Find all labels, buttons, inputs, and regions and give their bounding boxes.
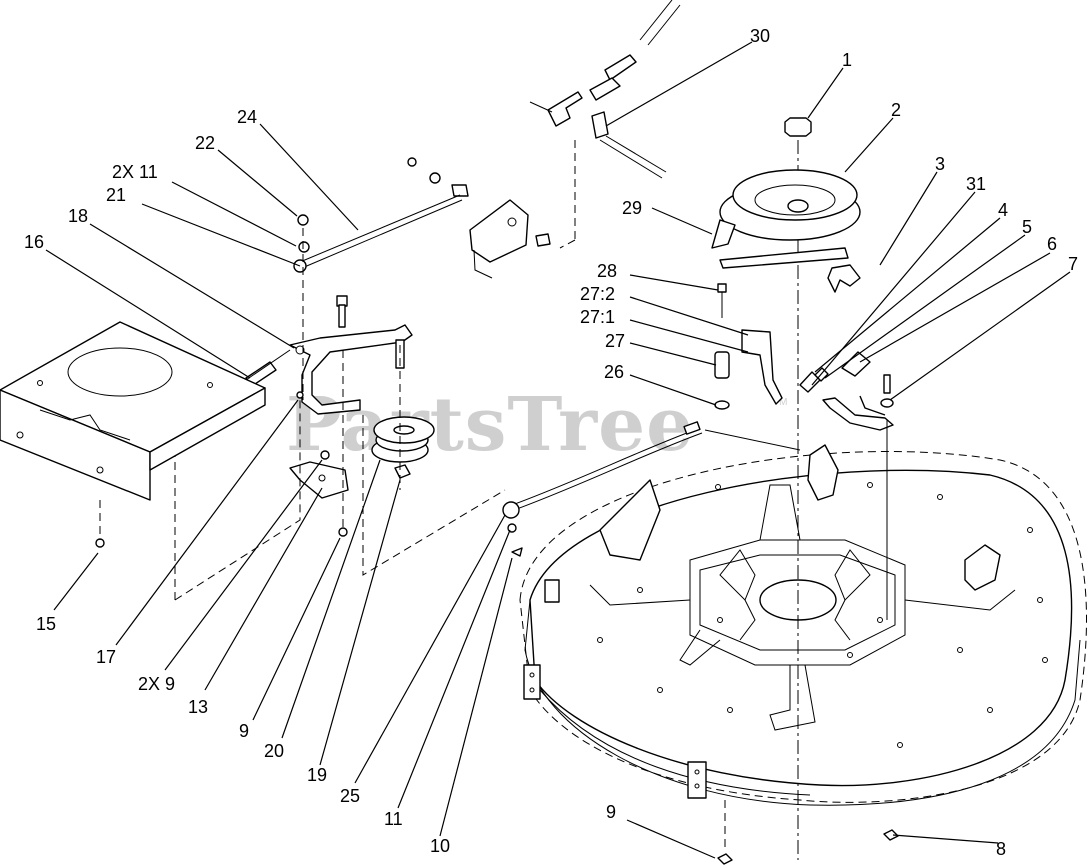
callout-9-left: 9	[239, 721, 249, 741]
callout-5: 5	[1022, 217, 1032, 237]
callout-27-1: 27:1	[580, 307, 615, 327]
callout-29: 29	[622, 198, 642, 218]
nut-9	[717, 853, 733, 865]
belt-guide	[827, 264, 861, 293]
deck-holes	[597, 482, 1048, 748]
callout-20: 20	[264, 741, 284, 761]
control-cable	[511, 0, 801, 511]
mounting-plate	[0, 321, 266, 548]
callout-27-2: 27:2	[580, 284, 615, 304]
spindle-pulley	[711, 117, 861, 269]
callout-13: 13	[188, 697, 208, 717]
callout-16: 16	[24, 232, 44, 252]
callout-2x9: 2X 9	[138, 674, 175, 694]
mower-deck	[519, 140, 1087, 860]
callout-17: 17	[96, 647, 116, 667]
callout-15: 15	[36, 614, 56, 634]
callout-11: 11	[384, 809, 403, 829]
callout-labels: 1 2 3 4 5 6 7 8 9 10 11 31 30 29 28 27:2…	[24, 26, 1078, 859]
callout-27: 27	[605, 331, 625, 351]
callout-31: 31	[966, 174, 986, 194]
callout-26: 26	[604, 362, 624, 382]
cable-clip	[502, 501, 520, 519]
idler-arm-assembly	[174, 214, 506, 601]
callout-30: 30	[750, 26, 770, 46]
link-rod-assembly	[293, 157, 551, 279]
callout-24: 24	[237, 107, 257, 127]
callout-22: 22	[195, 133, 215, 153]
callout-2: 2	[891, 100, 901, 120]
callout-1: 1	[842, 50, 852, 70]
callout-25: 25	[340, 786, 360, 806]
callout-28: 28	[597, 261, 617, 281]
watermark-text: PartsTree	[286, 382, 694, 468]
callout-9-bottom: 9	[606, 802, 616, 822]
callout-3: 3	[935, 154, 945, 174]
callout-6: 6	[1047, 234, 1057, 254]
callout-19: 19	[307, 765, 327, 785]
callout-10: 10	[430, 836, 450, 856]
watermark-trademark: TM	[773, 397, 787, 408]
callout-8: 8	[996, 839, 1006, 859]
callout-7: 7	[1068, 254, 1078, 274]
leader-lines	[45, 41, 1071, 859]
callout-2x11: 2X 11	[112, 162, 158, 182]
callout-21: 21	[106, 185, 126, 205]
idler-bracket-assembly	[714, 283, 894, 620]
callout-18: 18	[68, 206, 88, 226]
callout-4: 4	[998, 200, 1008, 220]
nut-8	[883, 829, 899, 841]
